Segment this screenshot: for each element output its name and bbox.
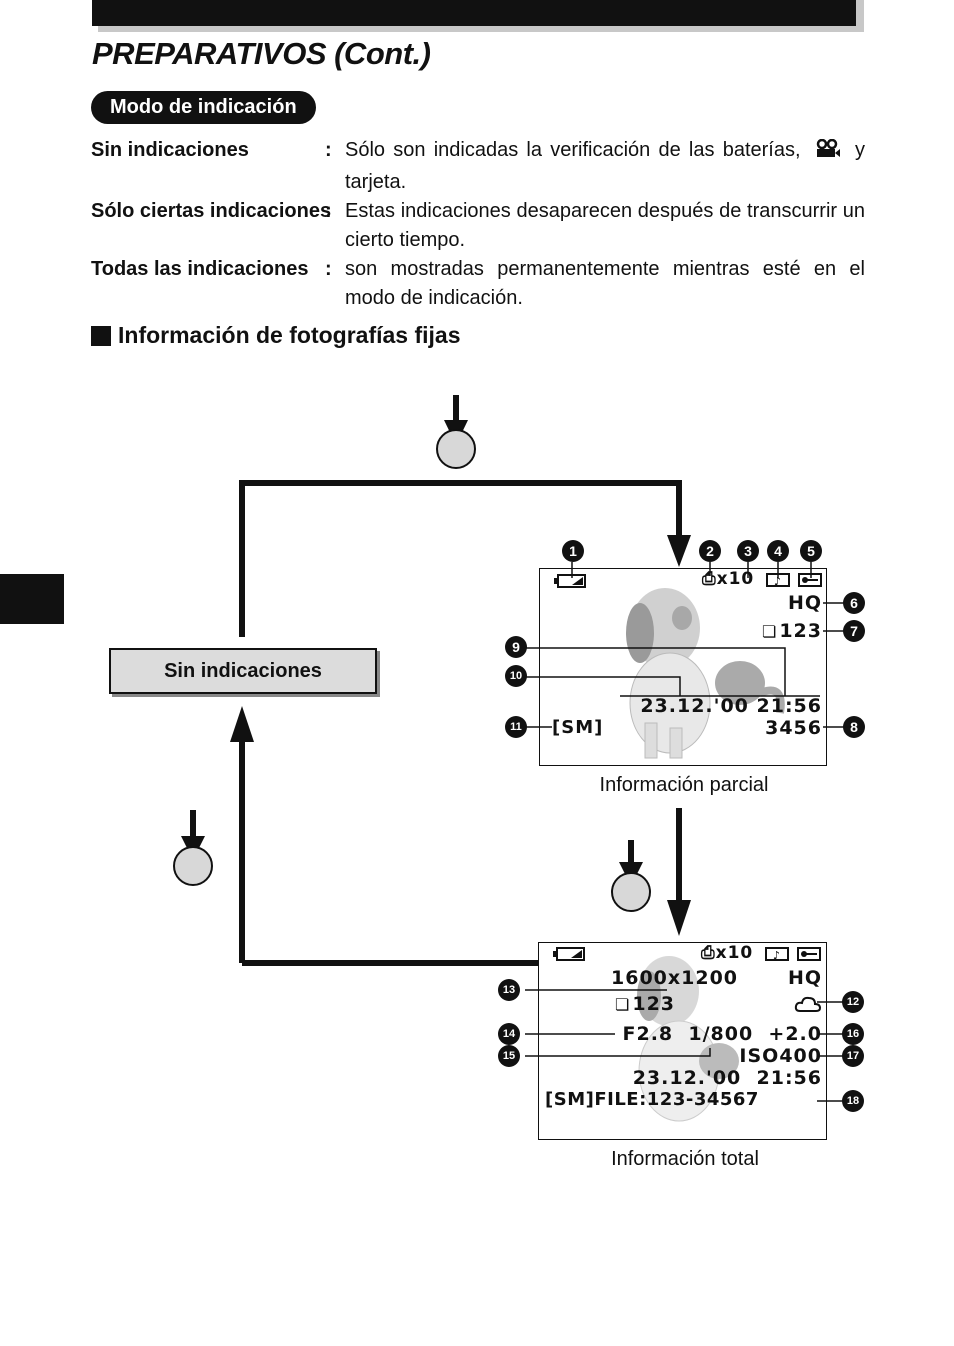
marker-5: 5	[800, 540, 822, 562]
definition-desc: Estas indicaciones desaparecen después d…	[345, 200, 865, 251]
datetime-value: 23.12.'00 21:56	[632, 1067, 822, 1089]
marker-12: 12	[842, 991, 864, 1013]
full-leader-lines	[525, 989, 845, 1102]
header-bar-shadow	[98, 26, 864, 32]
caption-full: Información total	[611, 1148, 759, 1170]
definition-desc: son mostradas permanentemente mientras e…	[345, 258, 865, 309]
protect-icon	[798, 573, 822, 592]
marker-4: 4	[767, 540, 789, 562]
marker-11: 11	[505, 716, 527, 738]
definition-term: Sin indicaciones	[91, 139, 249, 161]
definition-term: Todas las indicaciones	[91, 258, 309, 280]
marker-13: 13	[498, 979, 520, 1001]
iso-value: ISO400	[739, 1045, 822, 1067]
frames-value: 123	[779, 620, 822, 642]
section-pill: Modo de indicación	[91, 91, 316, 124]
frames-icon: ❏	[761, 621, 778, 641]
definition-term: Sólo ciertas indicaciones	[91, 200, 332, 222]
side-tab	[0, 574, 64, 624]
definition-list: Sin indicaciones : Sólo son indicadas la…	[91, 136, 865, 313]
marker-7: 7	[843, 620, 865, 642]
flow-arrow-head	[667, 535, 691, 567]
exposure-value: F2.8 1/800 +2.0	[622, 1023, 822, 1045]
lcd-full: ⎙x10 ♪ 1600x1200 HQ ❏123 F2.8 1/800 +2.0…	[538, 942, 827, 1140]
flow-arrow-head	[667, 900, 691, 936]
square-bullet-icon	[91, 325, 111, 346]
mode-box: Sin indicaciones	[109, 648, 377, 694]
marker-8: 8	[843, 716, 865, 738]
definition-row: Sólo ciertas indicaciones : Estas indica…	[91, 197, 865, 255]
sm-value: [SM]	[552, 717, 604, 738]
marker-6: 6	[843, 592, 865, 614]
quality-value: HQ	[787, 592, 822, 614]
definition-desc: Sólo son indicadas la verificación de la…	[345, 138, 865, 193]
file-value: [SM]FILE:123-34567	[545, 1089, 759, 1110]
svg-text:♪: ♪	[773, 949, 780, 961]
marker-9: 9	[505, 636, 527, 658]
partial-leader-lines	[526, 562, 844, 728]
frames-value: 123	[632, 993, 676, 1015]
header-bar	[92, 0, 856, 26]
sound-icon: ♪	[765, 947, 789, 966]
definition-row: Sin indicaciones : Sólo son indicadas la…	[91, 136, 865, 197]
marker-14: 14	[498, 1023, 520, 1045]
protect-icon	[797, 947, 821, 966]
print-icon: ⎙	[701, 943, 716, 963]
marker-1: 1	[562, 540, 584, 562]
frames-icon: ❏	[615, 994, 631, 1014]
cloud-icon	[794, 995, 822, 1018]
marker-18: 18	[842, 1090, 864, 1112]
section-heading: Información de fotografías fijas	[91, 322, 461, 349]
flow-line	[239, 480, 682, 637]
page-title: PREPARATIVOS (Cont.)	[92, 36, 431, 71]
marker-2: 2	[699, 540, 721, 562]
battery-icon	[553, 947, 585, 966]
resolution-value: 1600x1200	[611, 967, 739, 989]
marker-16: 16	[842, 1023, 864, 1045]
quality-value: HQ	[787, 967, 822, 989]
movie-camera-icon	[815, 138, 841, 168]
button-icon	[611, 872, 651, 912]
marker-15: 15	[498, 1045, 520, 1067]
marker-10: 10	[505, 665, 527, 687]
definition-row: Todas las indicaciones : son mostradas p…	[91, 255, 865, 313]
print-icon: ⎙	[702, 569, 717, 589]
datetime-value: 23.12.'00 21:56	[640, 695, 822, 717]
dog-image	[637, 956, 739, 1122]
lcd-partial: ⎙x10 ♪ HQ ❏123 23.12.'00 21:56 [SM] 3456	[539, 568, 827, 766]
header-bar-shadow	[856, 0, 864, 32]
remaining-value: 3456	[765, 717, 822, 739]
flow-arrow-head	[230, 706, 254, 742]
caption-partial: Información parcial	[599, 774, 769, 796]
svg-text:♪: ♪	[774, 575, 781, 587]
marker-17: 17	[842, 1045, 864, 1067]
button-icon	[173, 846, 213, 886]
marker-3: 3	[737, 540, 759, 562]
button-icon	[436, 429, 476, 469]
